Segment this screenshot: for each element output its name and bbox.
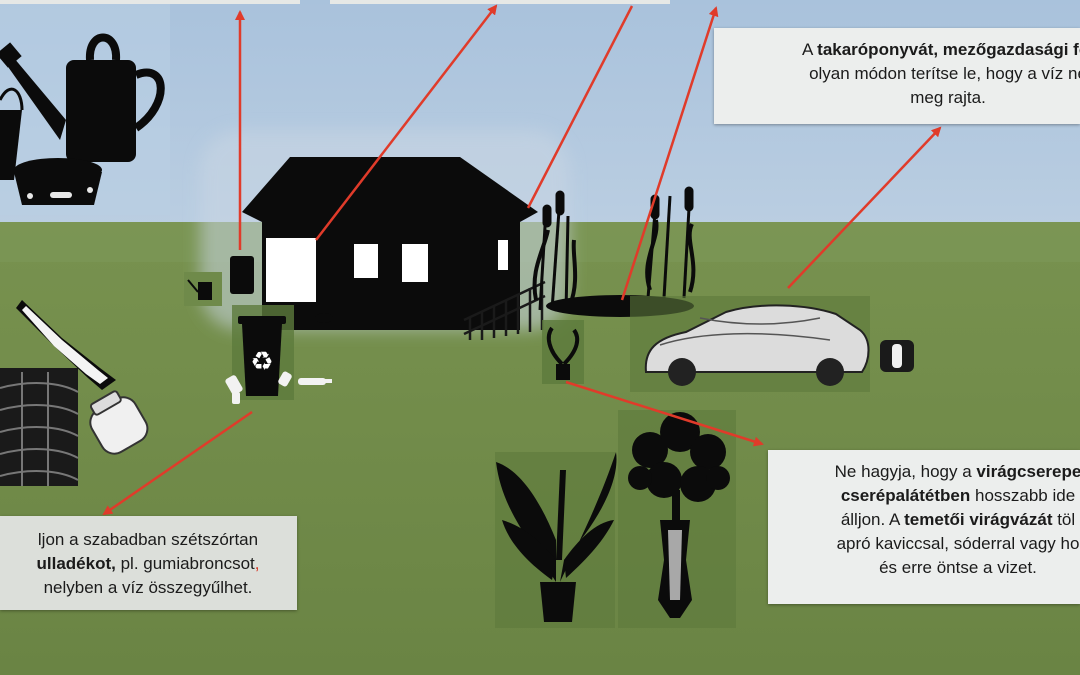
callout-flowerpot-l3b: temetői virágvázát bbox=[904, 510, 1053, 529]
arrow-house bbox=[315, 4, 498, 241]
reed-plant-icon bbox=[532, 186, 696, 313]
callout-waste-l2c: , bbox=[254, 554, 260, 573]
tire-stack-icon bbox=[0, 368, 79, 486]
watering-can-icon bbox=[0, 33, 165, 162]
callout-waste-l3: nelyben a víz összegyűlhet. bbox=[43, 578, 253, 597]
callout-flowerpot-l2a: cserépalátétben bbox=[840, 486, 971, 505]
callout-waste-l2b: pl. gumiabroncsot bbox=[115, 554, 255, 573]
bottle-icon bbox=[16, 300, 116, 390]
small-bowl-icon bbox=[315, 313, 333, 323]
callout-tarp-l1a: A bbox=[802, 40, 818, 59]
callout-waste: ljon a szabadban szétszórtan ulladékot, … bbox=[0, 516, 297, 610]
arrow-reeds bbox=[526, 5, 634, 209]
jar-icon bbox=[89, 390, 149, 455]
callout-flowerpot-l1b: virágcserepe bbox=[976, 462, 1080, 481]
callout-flowerpot-l2b: hosszabb ide bbox=[970, 486, 1076, 505]
arrow-plant bbox=[565, 380, 764, 447]
top-cropped-boxes bbox=[0, 0, 670, 4]
arrow-pond bbox=[620, 6, 719, 301]
recycling-bin-icon: ♻ bbox=[232, 305, 294, 400]
plant-pot-icon bbox=[495, 452, 617, 628]
callout-waste-l2a: ulladékot, bbox=[36, 554, 116, 573]
house-icon bbox=[242, 157, 538, 330]
car-cover-icon bbox=[630, 296, 870, 392]
arrow-bin bbox=[102, 410, 253, 516]
bucket-icon bbox=[0, 87, 24, 180]
callout-flowerpot-l3c: töl bbox=[1052, 510, 1076, 529]
callout-tarp: A takaróponyvát, mezőgazdasági fól olyan… bbox=[714, 28, 1080, 124]
callout-flowerpot-l3a: álljon. A bbox=[840, 510, 905, 529]
callout-flowerpot-l5: és erre öntse a vizet. bbox=[879, 558, 1037, 577]
rain-barrel-icon bbox=[230, 256, 254, 294]
callout-flowerpot-l1a: Ne hagyja, hogy a bbox=[834, 462, 977, 481]
watering-can-small-icon bbox=[184, 272, 222, 306]
flower-vase-icon bbox=[618, 410, 736, 628]
callout-flowerpot-l4: apró kaviccsal, sóderral vagy ho bbox=[836, 534, 1080, 553]
plant-pot-icon bbox=[542, 320, 584, 384]
callout-tarp-l2: olyan módon terítse le, hogy a víz ne bbox=[809, 64, 1080, 83]
tire-icon bbox=[880, 340, 914, 372]
bottle-icon bbox=[225, 371, 332, 404]
svg-text:♻: ♻ bbox=[250, 347, 273, 377]
arrows bbox=[102, 4, 942, 516]
arrow-car bbox=[787, 126, 942, 289]
callout-flowerpot: Ne hagyja, hogy a virágcserepe cserépalá… bbox=[768, 450, 1080, 604]
callout-waste-l1: ljon a szabadban szétszórtan bbox=[37, 530, 259, 549]
pet-bowl-icon bbox=[14, 158, 102, 205]
callout-tarp-l3: meg rajta. bbox=[910, 88, 986, 107]
callout-tarp-l1b: takaróponyvát, mezőgazdasági fól bbox=[817, 40, 1080, 59]
